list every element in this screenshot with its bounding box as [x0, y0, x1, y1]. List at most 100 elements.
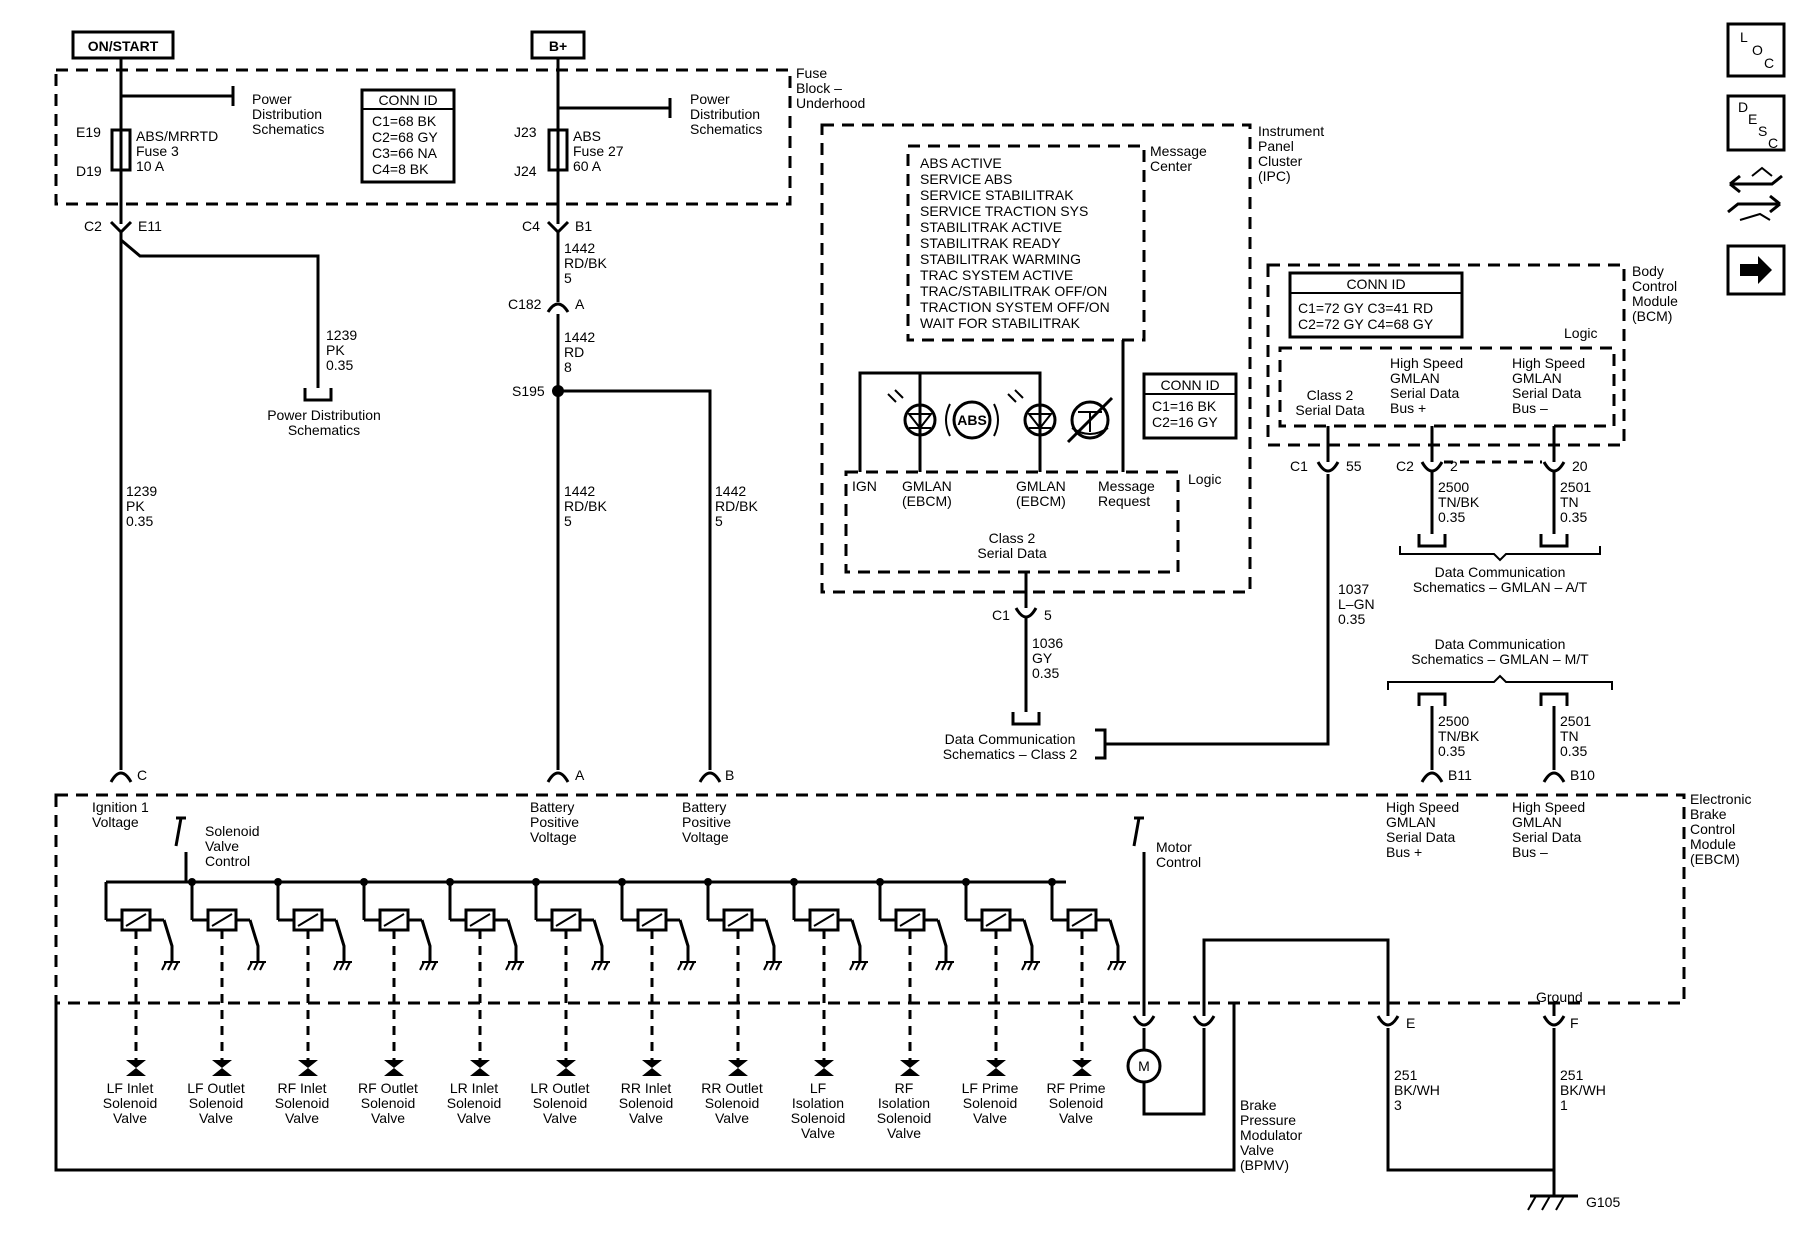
data-comm-gmlan-at-link[interactable]: Data Communication Schematics – GMLAN – …: [1413, 564, 1588, 595]
svg-text:10 A: 10 A: [136, 158, 165, 174]
svg-text:E19: E19: [76, 124, 101, 140]
svg-text:(EBCM): (EBCM): [902, 493, 952, 509]
svg-text:Battery: Battery: [530, 799, 574, 815]
svg-text:SERVICE STABILITRAK: SERVICE STABILITRAK: [920, 187, 1074, 203]
connector-icon[interactable]: [1727, 166, 1783, 221]
svg-text:F: F: [1570, 1015, 1579, 1031]
svg-text:Data Communication: Data Communication: [945, 731, 1076, 747]
svg-text:(IPC): (IPC): [1258, 168, 1291, 184]
svg-text:B+: B+: [549, 38, 567, 54]
svg-text:(BPMV): (BPMV): [1240, 1157, 1289, 1173]
power-dist-link-1[interactable]: Power Distribution Schematics: [252, 91, 324, 137]
svg-text:Fuse: Fuse: [796, 65, 827, 81]
svg-text:Schematics – GMLAN – M/T: Schematics – GMLAN – M/T: [1411, 651, 1589, 667]
svg-text:(EBCM): (EBCM): [1016, 493, 1066, 509]
svg-text:1442: 1442: [564, 240, 595, 256]
svg-text:5: 5: [564, 270, 572, 286]
svg-text:LF Outlet: LF Outlet: [187, 1080, 245, 1096]
svg-text:1442: 1442: [564, 483, 595, 499]
svg-text:1: 1: [1560, 1097, 1568, 1113]
svg-text:Block –: Block –: [796, 80, 842, 96]
svg-text:Voltage: Voltage: [92, 814, 139, 830]
svg-text:Serial Data: Serial Data: [1512, 829, 1581, 845]
svg-text:251: 251: [1560, 1067, 1584, 1083]
svg-text:CONN ID: CONN ID: [378, 92, 437, 108]
svg-text:Module: Module: [1690, 836, 1736, 852]
svg-text:Bus –: Bus –: [1512, 400, 1548, 416]
power-dist-link-3[interactable]: Power Distribution Schematics: [267, 407, 381, 438]
svg-text:C2=16 GY: C2=16 GY: [1152, 414, 1218, 430]
location-button[interactable]: L O C: [1726, 22, 1786, 78]
svg-text:55: 55: [1346, 458, 1362, 474]
svg-text:Solenoid: Solenoid: [963, 1095, 1018, 1111]
svg-text:G105: G105: [1586, 1194, 1620, 1210]
svg-text:RF Outlet: RF Outlet: [358, 1080, 418, 1096]
svg-text:1239: 1239: [326, 327, 357, 343]
power-dist-link-2[interactable]: Power Distribution Schematics: [690, 91, 762, 137]
svg-text:C4=8 BK: C4=8 BK: [372, 161, 429, 177]
svg-text:High Speed: High Speed: [1512, 355, 1585, 371]
svg-text:8: 8: [564, 359, 572, 375]
bcm-boundary: [1266, 263, 1626, 447]
fuse-block-label: Fuse Block – Underhood: [796, 65, 865, 111]
svg-text:Solenoid: Solenoid: [275, 1095, 330, 1111]
ebcm-label: Electronic Brake Control Module (EBCM): [1690, 791, 1751, 867]
svg-text:A: A: [575, 767, 585, 783]
svg-text:0.35: 0.35: [1438, 509, 1465, 525]
svg-text:Message: Message: [1098, 478, 1155, 494]
svg-text:1239: 1239: [126, 483, 157, 499]
svg-text:J24: J24: [514, 163, 537, 179]
svg-text:ABS/MRRTD: ABS/MRRTD: [136, 128, 218, 144]
svg-text:Body: Body: [1632, 263, 1664, 279]
svg-text:TN: TN: [1560, 728, 1579, 744]
next-arrow-button[interactable]: [1726, 244, 1786, 296]
svg-text:Bus –: Bus –: [1512, 844, 1548, 860]
svg-text:Valve: Valve: [543, 1110, 577, 1126]
svg-text:Underhood: Underhood: [796, 95, 865, 111]
motor-control-switch: [1132, 816, 1146, 1016]
svg-text:Instrument: Instrument: [1258, 123, 1324, 139]
svg-text:GMLAN: GMLAN: [1390, 370, 1440, 386]
svg-text:E: E: [1748, 111, 1757, 127]
data-comm-class2-link[interactable]: Data Communication Schematics – Class 2: [943, 731, 1078, 762]
data-comm-gmlan-mt-link[interactable]: Data Communication Schematics – GMLAN – …: [1411, 636, 1589, 667]
bcm-logic-box: [1278, 346, 1616, 428]
svg-text:Isolation: Isolation: [792, 1095, 844, 1111]
svg-text:0.35: 0.35: [1032, 665, 1059, 681]
svg-text:Control: Control: [205, 853, 250, 869]
svg-text:Voltage: Voltage: [682, 829, 729, 845]
svg-text:0.35: 0.35: [126, 513, 153, 529]
svg-text:Distribution: Distribution: [690, 106, 760, 122]
svg-text:Solenoid: Solenoid: [877, 1110, 932, 1126]
abs-symbol: ABS: [945, 400, 999, 440]
svg-text:2: 2: [1450, 458, 1458, 474]
bpmv-label: Brake Pressure Modulator Valve (BPMV): [1240, 1097, 1303, 1173]
svg-text:Panel: Panel: [1258, 138, 1294, 154]
fuse-block-boundary: [54, 68, 792, 206]
svg-text:Message: Message: [1150, 143, 1207, 159]
svg-text:Valve: Valve: [205, 838, 239, 854]
svg-text:Control: Control: [1156, 854, 1201, 870]
svg-text:B11: B11: [1448, 767, 1472, 783]
svg-text:Ground: Ground: [1536, 989, 1583, 1005]
svg-text:Battery: Battery: [682, 799, 726, 815]
svg-text:0.35: 0.35: [326, 357, 353, 373]
svg-text:2501: 2501: [1560, 713, 1591, 729]
svg-text:Class 2: Class 2: [1307, 387, 1354, 403]
svg-text:Valve: Valve: [199, 1110, 233, 1126]
svg-text:SERVICE ABS: SERVICE ABS: [920, 171, 1012, 187]
description-button[interactable]: D E S C: [1726, 94, 1786, 152]
svg-text:Schematics: Schematics: [252, 121, 324, 137]
message-center-box: [906, 144, 1146, 342]
svg-text:Valve: Valve: [1059, 1110, 1093, 1126]
svg-text:RD/BK: RD/BK: [564, 255, 607, 271]
